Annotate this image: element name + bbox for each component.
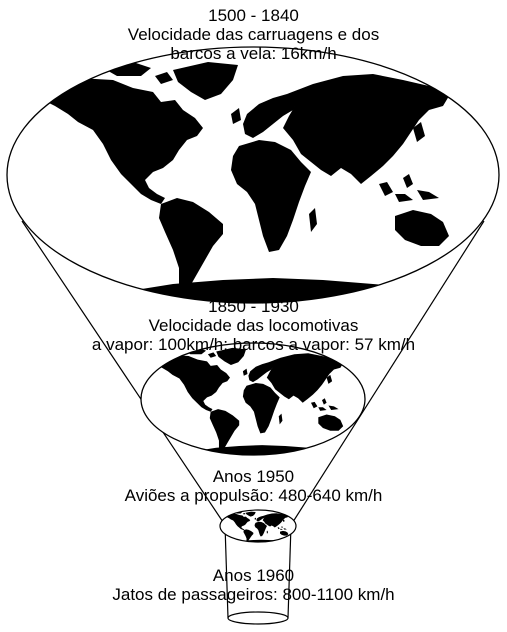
era-desc-line1: Aviões a propulsão: 480-640 km/h <box>124 486 383 505</box>
era-period: Anos 1960 <box>212 566 295 585</box>
era-label-1950: Anos 1950 Aviões a propulsão: 480-640 km… <box>0 467 507 505</box>
era-desc-line1: Velocidade das locomotivas <box>148 316 359 335</box>
era-desc-line2: barcos a vela: 16km/h <box>170 44 337 63</box>
world-map-icon <box>140 342 366 456</box>
era-desc-line2: a vapor: 100km/h; barcos a vapor: 57 km/… <box>91 335 416 354</box>
era-desc-line1: Velocidade das carruagens e dos <box>127 25 380 44</box>
era-period: 1850 - 1930 <box>208 297 299 316</box>
era-period: Anos 1950 <box>212 467 295 486</box>
era-desc-line1: Jatos de passageiros: 800-1100 km/h <box>112 585 395 604</box>
funnel-tube-right <box>287 524 292 619</box>
era-label-1500: 1500 - 1840 Velocidade das carruagens e … <box>0 6 507 63</box>
funnel-outline <box>21 220 485 625</box>
world-map-icon <box>6 46 500 304</box>
funnel-bottom-ellipse <box>227 611 289 625</box>
era-period: 1500 - 1840 <box>208 6 299 25</box>
world-map-icon <box>219 509 297 543</box>
era-label-1850: 1850 - 1930 Velocidade das locomotivas a… <box>0 297 507 354</box>
era-label-1960: Anos 1960 Jatos de passageiros: 800-1100… <box>0 566 507 604</box>
funnel-tube-left <box>224 524 229 619</box>
funnel-left-edge <box>21 220 226 526</box>
funnel-right-edge <box>290 220 485 526</box>
